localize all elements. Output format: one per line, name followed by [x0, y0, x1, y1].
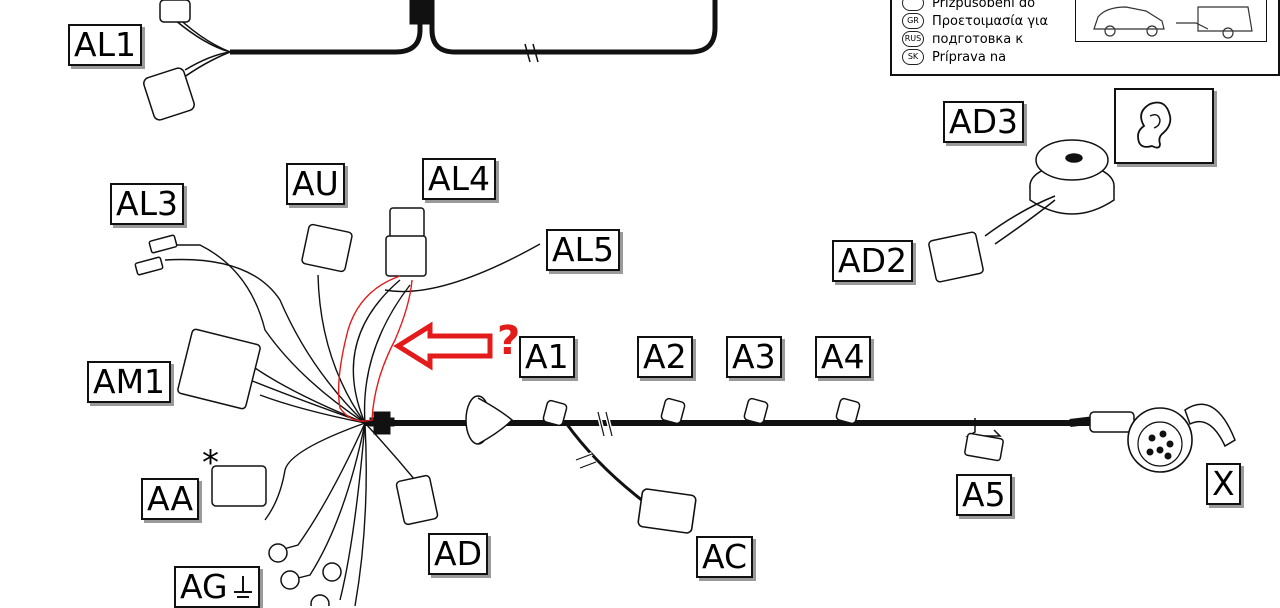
label-ag-text: AG [180, 567, 228, 606]
label-ac: AC [696, 536, 754, 578]
label-ad2: AD2 [832, 240, 913, 282]
label-a1: A1 [519, 336, 575, 378]
connectors [134, 207, 439, 606]
red-annotation [337, 275, 493, 422]
legend-code: SK [902, 49, 924, 65]
branch-wires [164, 243, 541, 606]
legend-code: GR [902, 13, 924, 29]
label-ad: AD [428, 533, 488, 575]
label-a3: A3 [726, 336, 782, 378]
legend-code: RUS [902, 31, 924, 47]
label-au: AU [286, 163, 345, 205]
legend-text: Προετοιμασία για [932, 13, 1049, 29]
legend-row: RUS подготовка к [902, 30, 1023, 48]
asterisk-note: * [202, 443, 219, 483]
label-al3: AL3 [110, 183, 184, 225]
label-al4: AL4 [422, 158, 496, 200]
label-ad3: AD3 [943, 101, 1024, 143]
ear-icon [1137, 101, 1172, 149]
label-al1: AL1 [68, 24, 142, 66]
label-ag: AG [174, 566, 260, 608]
legend-code [902, 0, 924, 11]
label-a4: A4 [815, 336, 871, 378]
label-x: X [1206, 463, 1241, 505]
label-aa: AA [141, 478, 200, 520]
buzzer-ad3 [928, 139, 1115, 283]
car-trailer-icon [1093, 6, 1253, 39]
car-trailer-icon-box [1075, 0, 1267, 42]
label-a5: A5 [956, 474, 1012, 516]
al1-harness [143, 0, 718, 121]
legend-row: GR Προετοιμασία για [902, 12, 1048, 30]
ground-icon [233, 576, 252, 598]
main-trunk [365, 395, 1236, 534]
legend-row-partial: Přizpůsobení do [902, 0, 1035, 12]
question-mark-annotation: ? [497, 318, 521, 364]
legend-text: Přizpůsobení do [932, 0, 1036, 11]
legend-panel: Přizpůsobení do GR Προετοιμασία για RUS … [890, 0, 1280, 76]
label-a2: A2 [637, 336, 693, 378]
label-al5: AL5 [546, 229, 620, 271]
label-am1: AM1 [87, 361, 172, 403]
legend-text: подготовка к [932, 31, 1024, 47]
legend-row: SK Príprava na [902, 48, 1006, 66]
ear-icon-box [1114, 88, 1214, 164]
legend-text: Príprava na [932, 49, 1007, 65]
